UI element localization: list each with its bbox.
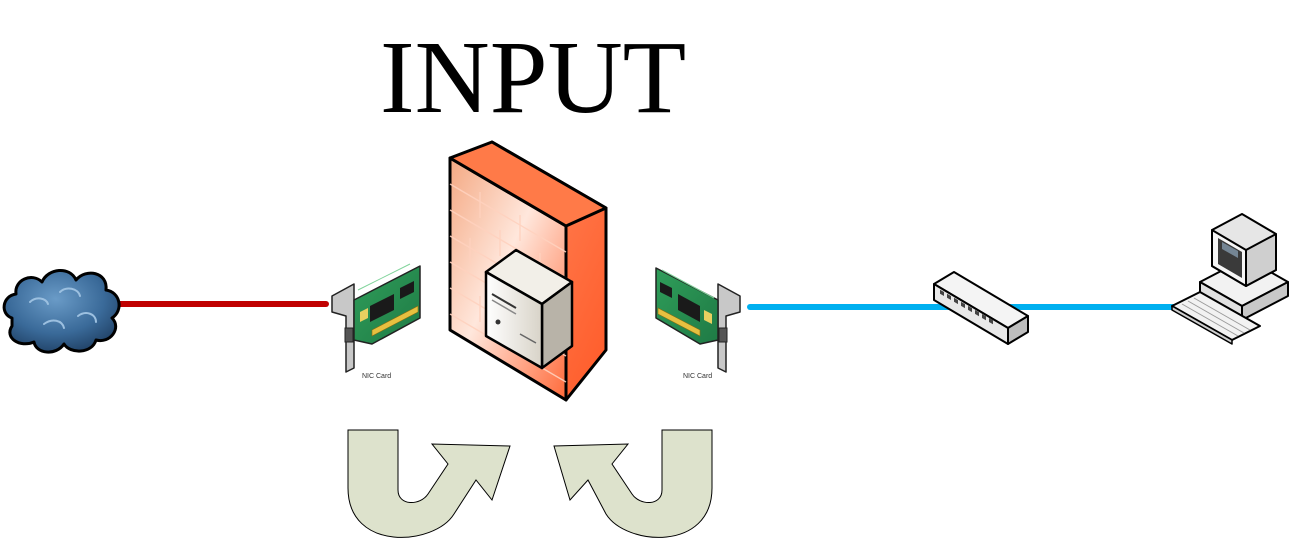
nic-card-left-icon [331,263,421,373]
firewall-server-icon [448,140,608,402]
nic-card-left-label: NIC Card [362,373,392,380]
flow-arrow-right [553,429,713,538]
network-switch-icon [933,271,1029,345]
nic-card-right-label: NIC Card [683,373,713,380]
nic-card-right-icon [655,267,741,373]
diagram-title: INPUT [380,20,687,135]
cloud-icon [2,269,121,354]
desktop-computer-icon [1171,213,1289,345]
flow-arrow-left [347,429,511,538]
